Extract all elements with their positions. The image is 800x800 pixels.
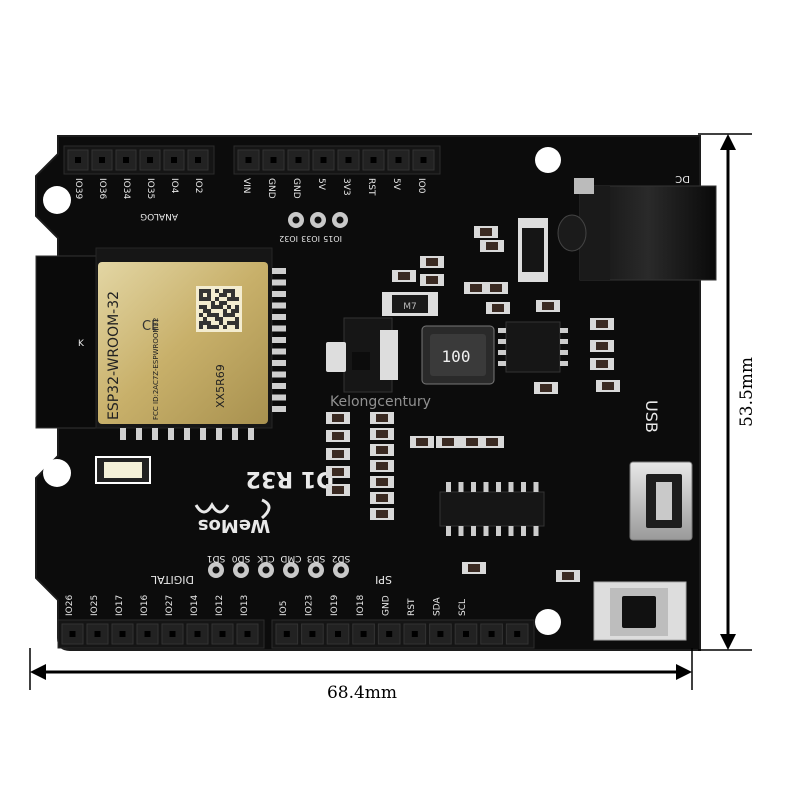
digital-header-right — [271, 619, 535, 649]
pin-label: IO14 — [190, 595, 200, 616]
pin-label: RST — [366, 178, 376, 196]
analog-label: ANALOG — [140, 211, 178, 221]
pin-label: 3V3 — [341, 178, 351, 196]
height-dimension: 53.5mm — [698, 133, 757, 651]
esp32-module: K — [35, 247, 286, 440]
pin-label: RST — [407, 598, 417, 616]
inductor-code: 100 — [442, 347, 471, 366]
voltage-regulator — [343, 317, 398, 393]
pin-label: 5V — [316, 178, 326, 191]
led-lens — [104, 462, 142, 478]
capacitor-large — [326, 342, 346, 372]
diode-code: M7 — [403, 302, 417, 312]
spi-pin-label: SD3 — [307, 553, 325, 563]
pin-label: IO27 — [165, 595, 175, 616]
crystal-body — [522, 228, 544, 272]
spi-pin-label: CLK — [256, 553, 274, 563]
pin-label: IO5 — [279, 601, 289, 616]
spi-pin-label: SD0 — [232, 553, 251, 563]
pin-label: IO0 — [416, 178, 426, 194]
pin-label: SDA — [433, 597, 443, 616]
pin-label: 5V — [391, 178, 401, 191]
svg-text:CE: CE — [142, 319, 159, 334]
pin-label: IO19 — [330, 595, 340, 616]
watermark: Kelongcentury — [330, 394, 431, 410]
dc-power-jack — [557, 178, 717, 281]
pin-label: IO12 — [215, 595, 225, 616]
pin-label: IO26 — [65, 595, 75, 616]
pin-label: IO17 — [115, 595, 125, 616]
inductor: 100 — [421, 325, 495, 385]
pin-label: GND — [291, 178, 301, 199]
width-label: 68.4mm — [327, 683, 397, 703]
module-k-label: K — [78, 339, 85, 349]
ce-mark-icon: CE — [142, 319, 159, 334]
reset-button — [593, 581, 687, 641]
pin-label: IO18 — [356, 595, 366, 616]
pin-label: IO25 — [90, 595, 100, 616]
qr-code-icon — [196, 286, 242, 332]
ic-chip-ch340 — [439, 482, 545, 536]
pin-label: IO13 — [240, 595, 250, 616]
board-model: D1 R32 — [246, 466, 335, 491]
mounting-hole — [43, 186, 71, 214]
pin-label: IO4 — [169, 178, 179, 194]
brand-name: WeMos — [198, 515, 270, 536]
smd-components — [326, 226, 620, 582]
mounting-hole — [535, 147, 561, 173]
spi-pin-label: SD2 — [332, 553, 350, 563]
pin-label: GND — [381, 595, 391, 616]
spi-pin-label: SD1 — [207, 553, 225, 563]
pin-label: IO2 — [193, 178, 203, 193]
usb-label: USB — [642, 400, 661, 433]
wemos-logo-icon — [194, 498, 271, 520]
diode: M7 — [382, 292, 438, 316]
usb-port — [629, 461, 693, 541]
mounting-hole — [43, 459, 71, 487]
power-header — [233, 145, 441, 175]
analog-header — [63, 145, 215, 175]
pad-label: IO33 — [301, 234, 320, 243]
pin-label: VIN — [241, 178, 251, 194]
pad-label: IO32 — [279, 234, 298, 243]
pad-label: IO15 — [323, 234, 342, 243]
spi-label: SPI — [375, 573, 392, 586]
pin-label: IO36 — [97, 178, 107, 199]
pin-label: IO23 — [305, 595, 315, 616]
module-shield — [98, 262, 268, 424]
pin-label: IO34 — [121, 178, 131, 199]
dc-label: DC — [675, 173, 690, 184]
spi-pads — [208, 562, 349, 578]
pin-label: GND — [266, 178, 276, 199]
pin-label: IO35 — [145, 178, 155, 199]
gpio-pads — [288, 212, 348, 228]
module-fcc: FCC ID:2AC7Z-ESPWROOM32 — [152, 318, 160, 420]
pin-label: SCL — [458, 599, 468, 616]
digital-header-left — [57, 619, 265, 649]
pin-label: IO16 — [140, 595, 150, 616]
mounting-hole — [535, 609, 561, 635]
spi-pin-label: CMD — [280, 553, 301, 563]
height-label: 53.5mm — [737, 357, 757, 427]
pin-label: IO39 — [73, 178, 83, 199]
module-code: XX5R69 — [214, 364, 227, 408]
ic-chip-8pin — [498, 321, 568, 373]
digital-label: DIGITAL — [150, 573, 194, 586]
width-dimension: 68.4mm — [29, 648, 693, 703]
module-name: ESP32-WROOM-32 — [106, 291, 122, 420]
